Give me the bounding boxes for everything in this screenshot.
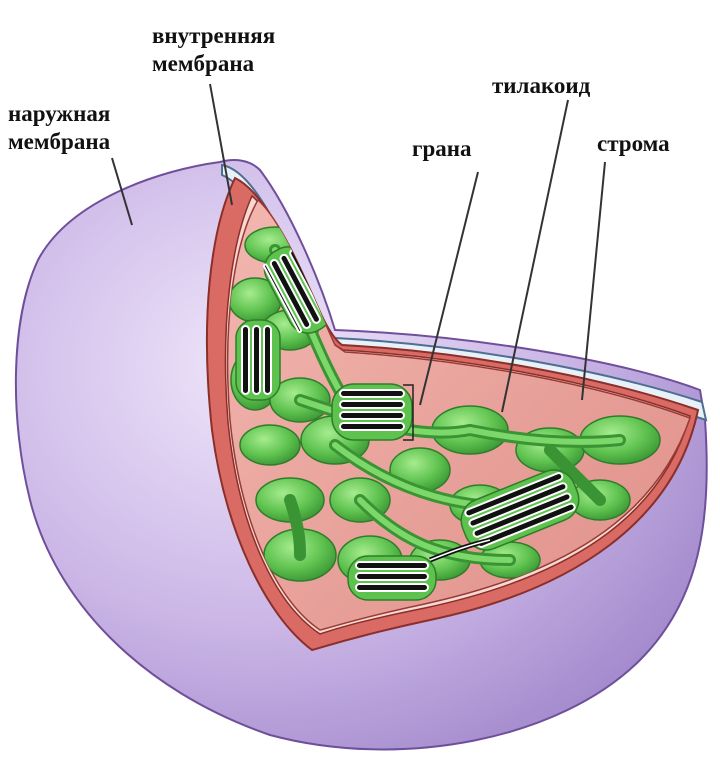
granum-lower — [347, 555, 437, 601]
leader-thylakoid — [501, 99, 569, 413]
leader-stroma — [581, 161, 606, 401]
leader-outer-membrane — [111, 157, 133, 226]
leader-inner-membrane — [209, 83, 233, 206]
label-grana: грана — [412, 136, 472, 161]
thylakoid-network — [228, 226, 661, 601]
granum-left — [235, 319, 281, 401]
label-outer-membrane: наружная мембрана — [8, 101, 111, 154]
label-thylakoid: тилакоид — [492, 73, 591, 98]
grana-bracket — [403, 384, 414, 441]
label-stroma: строма — [597, 131, 670, 156]
granum-diagonal — [460, 469, 580, 551]
leader-grana — [419, 171, 479, 406]
label-inner-membrane: внутренняя мембрана — [152, 23, 276, 76]
granum-central — [331, 383, 413, 441]
